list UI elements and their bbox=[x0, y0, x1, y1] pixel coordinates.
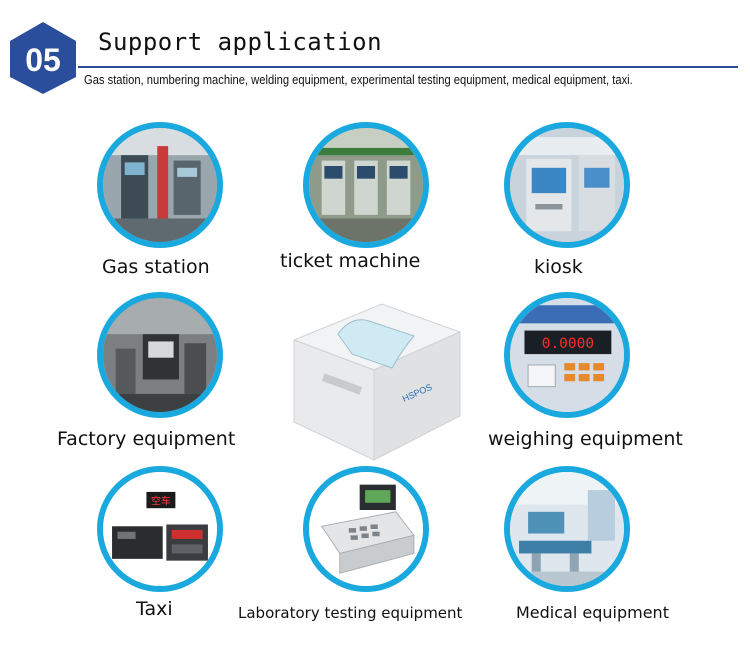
section-title: Support application bbox=[98, 28, 383, 56]
kiosk-label: kiosk bbox=[534, 256, 583, 278]
badge-number: 05 bbox=[25, 42, 61, 78]
medical-equipment-label: Medical equipment bbox=[516, 603, 669, 622]
panel-printer-product-image: HSPOS bbox=[282, 284, 468, 464]
gas-station-label: Gas station bbox=[102, 256, 210, 278]
title-divider bbox=[78, 66, 738, 68]
gas-station-photo-icon bbox=[97, 122, 223, 248]
factory-equipment-label: Factory equipment bbox=[57, 428, 236, 450]
taxi-sign-text: 空车 bbox=[151, 495, 171, 508]
ticket-machine-label: ticket machine bbox=[280, 250, 421, 272]
medical-equipment-photo-icon bbox=[504, 466, 630, 592]
ticket-machine-photo-icon bbox=[303, 122, 429, 248]
weighing-equipment-photo-icon: 0.0000 bbox=[504, 292, 630, 418]
taxi-photo-icon: 空车 bbox=[97, 466, 223, 592]
taxi-label: Taxi bbox=[136, 598, 173, 620]
laboratory-testing-label: Laboratory testing equipment bbox=[238, 604, 463, 622]
kiosk-photo-icon bbox=[504, 122, 630, 248]
laboratory-testing-photo-icon bbox=[303, 466, 429, 592]
weighing-equipment-label: weighing equipment bbox=[488, 428, 683, 450]
scale-readout: 0.0000 bbox=[542, 336, 594, 352]
factory-equipment-photo-icon bbox=[97, 292, 223, 418]
section-number-badge: 05 bbox=[10, 22, 76, 94]
section-subtitle: Gas station, numbering machine, welding … bbox=[84, 72, 633, 87]
